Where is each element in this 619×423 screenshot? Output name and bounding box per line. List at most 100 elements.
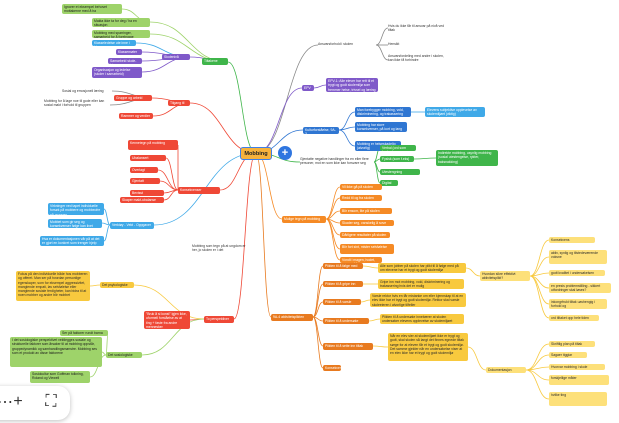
node-kk3[interactable]: Hva er dokumentasjonen vår på at det er … <box>40 236 104 246</box>
add-node-icon[interactable]: + <box>278 146 292 160</box>
node-a2[interactable]: Plikten til å gripe inn <box>323 281 363 287</box>
node-t3[interactable]: Blir ensom, lite på skolen <box>340 208 392 214</box>
node-soc[interactable]: Det sosiologiske <box>106 352 142 358</box>
node-d5[interactable]: hvilke ting <box>549 392 607 406</box>
node-g6[interactable]: Samarbeid skole-hjem <box>108 58 142 64</box>
node-k4[interactable]: Elevens subjektive opplevelse av skolemi… <box>425 107 485 117</box>
connector-line <box>375 27 389 46</box>
connector-line <box>227 61 257 154</box>
node-vv[interactable]: Verktøy - Vekt - Oppgaver <box>110 222 154 229</box>
node-s5[interactable]: inkongrfrukt tiltak uavhengig i forhold … <box>549 299 607 309</box>
node-quote[interactable]: "Bruk å si konst" igjen ikke, uformell f… <box>144 311 190 329</box>
node-t4[interactable]: Skader seg, vanskelig å sove <box>340 220 394 226</box>
node-t5[interactable]: Dårligere resultater på skolen <box>340 232 390 238</box>
node-soc3[interactable]: Sosiokultur som Goffman tolkning, Roland… <box>30 371 90 383</box>
node-a5[interactable]: Plikten til å sette inn tiltak <box>323 343 373 350</box>
node-m4[interactable]: Gjentatt <box>130 178 160 184</box>
connector-line <box>465 267 481 277</box>
node-s1[interactable]: Konsekvens <box>549 237 595 243</box>
node-tegn[interactable]: Mulige tegn på mobbing <box>282 216 326 223</box>
node-kk1[interactable]: Virkninger ved tapet individuelle forsøk… <box>48 203 104 215</box>
menu-dots-icon[interactable]: ⋯ <box>0 394 13 411</box>
node-g1[interactable]: Ignorer et eksempel behovet mottakerne m… <box>62 4 122 14</box>
node-ad4[interactable]: Plikten til å undersøke innebærer at sko… <box>380 314 464 324</box>
node-m1[interactable]: Kennetegn på mobbing <box>128 140 178 150</box>
node-g3[interactable]: Mobbing med sparringer, samarbeid for å … <box>92 30 150 38</box>
node-psy[interactable]: Det psykologiske <box>100 282 134 288</box>
node-soc1[interactable]: Ser på faktorer rundt barna <box>60 330 108 336</box>
connector-line <box>360 299 371 303</box>
node-m6[interactable]: Skaper makt-ubalanse <box>120 197 164 203</box>
connector-line <box>467 346 487 371</box>
central-node[interactable]: Mobbing <box>240 147 272 160</box>
connector-line <box>255 44 319 154</box>
node-ad1[interactable]: Alle som jobber på skolen har plikt til … <box>378 263 466 273</box>
node-a6[interactable]: Hvordan sikre effektivt aktivitetsplikt? <box>480 271 530 281</box>
node-t2[interactable]: Redd til og fra skolen <box>340 195 382 201</box>
node-d2[interactable]: Sagaer tiggiar <box>549 352 587 358</box>
node-n3[interactable]: Utestengning <box>380 169 420 175</box>
node-kk[interactable]: Konsekvenser <box>178 187 220 194</box>
node-m5[interactable]: Bevisst <box>130 190 164 196</box>
node-kult[interactable]: Kulturforståelse, 9A-3 <box>303 127 339 134</box>
node-epv[interactable]: EPV <box>302 85 314 91</box>
node-r3[interactable]: Tilgang til <box>168 100 190 106</box>
connector-line <box>529 239 550 277</box>
node-a1[interactable]: Plikten til å følge med <box>323 263 363 269</box>
connector-line <box>529 275 550 319</box>
node-t1[interactable]: Vil ikke gå på skolen <box>340 184 382 190</box>
node-pers[interactable]: To perspektiver <box>204 316 234 323</box>
node-kk2[interactable]: Mobbet som gir seg og konsekvenser følge… <box>48 219 102 228</box>
node-d1[interactable]: Skriftlig plan på tiltak <box>549 341 595 347</box>
node-g4[interactable]: Klasseledelse ute inne i klasser <box>92 40 136 46</box>
node-a4[interactable]: Plikten til å undersøke <box>323 318 369 324</box>
node-akt[interactable]: 9A-4 aktivitetsplikten <box>271 314 313 321</box>
zoom-in-button[interactable]: + <box>13 393 23 410</box>
node-m3[interactable]: Overlagt <box>130 167 158 173</box>
connector-line <box>529 256 550 277</box>
node-ad5[interactable]: Når en elev sier at skolemiljøet ikke er… <box>388 333 468 361</box>
node-t6[interactable]: Blir fort sint, mister selvfølelse <box>340 244 394 254</box>
node-n2[interactable]: Fysisk (som f.eks) <box>380 156 414 162</box>
connector-line <box>375 44 389 61</box>
node-n5[interactable]: Indirekte mobbing, usynlig mobbing (sosi… <box>436 150 498 166</box>
node-r1[interactable]: Gruppe og arbeid ansvar <box>114 95 152 101</box>
connector-line <box>141 318 205 356</box>
node-k3[interactable]: Mobbing er helseskadelig (alvorlig) <box>355 141 401 151</box>
node-g5[interactable]: Klassemøter <box>116 49 142 55</box>
node-epv1[interactable]: EPV-1: Alle elever har rett til et trygt… <box>326 78 378 92</box>
node-ad2[interactable]: Gripe inn mot mobbing, vold, diskriminer… <box>378 279 464 289</box>
node-t7[interactable]: Vondt i magen, hodet, søvnproblemer <box>340 257 382 263</box>
node-r2[interactable]: Rammer og verdier <box>119 113 153 119</box>
connector-line <box>525 366 550 371</box>
node-k2[interactable]: Mobbing har store konsekvenser, på kort … <box>355 122 407 132</box>
node-a3[interactable]: Plikten til å varsle <box>323 299 361 305</box>
node-g7[interactable]: Organisasjon og ledelse (skoler i samarb… <box>92 67 142 78</box>
node-neg[interactable]: Gjentatte negative handlinger fra en ell… <box>300 157 369 166</box>
node-tiltak[interactable]: Tiltakene <box>202 58 228 65</box>
node-soc2[interactable]: I det sosiologiske perspektivet vektlegg… <box>10 337 102 367</box>
node-s2[interactable]: aktiv, synlig og tilstedeværende voksne <box>549 250 607 264</box>
node-k1[interactable]: Man forebygger mobbing, vold, diskrimine… <box>355 107 411 117</box>
node-n1[interactable]: Verbal (ord som brukes) <box>380 145 416 151</box>
node-psy1[interactable]: Fokus på den individuelle både hos mobbe… <box>16 271 90 301</box>
node-a6-short[interactable]: Konsekvenser <box>323 365 341 371</box>
node-g8[interactable]: Skolenivå <box>162 54 190 60</box>
node-s3[interactable]: godt kvalitet i undersøkelsen <box>549 270 605 276</box>
fit-screen-icon[interactable]: ⛶ <box>45 393 57 410</box>
node-d4[interactable]: forskjellige måter <box>549 375 609 385</box>
node-s6[interactable]: ord tiltaket opp hele tiden <box>549 315 599 321</box>
node-s4[interactable]: en presis problemstilling - sikkert utfo… <box>549 283 611 293</box>
connector-line <box>312 265 324 318</box>
node-g2[interactable]: Makta ikke ta for deg / ha en situasjon <box>92 18 150 27</box>
node-a7[interactable]: Dokumentasjon <box>486 367 526 373</box>
node-d3[interactable]: Hvorvar mobbing i skole <box>549 364 605 370</box>
node-ad3[interactable]: Varsle rektor hvis en får mistanke om el… <box>370 293 466 307</box>
node-m2[interactable]: Ubalansert <box>130 155 166 161</box>
node-n4[interactable]: Digital <box>380 180 398 186</box>
connector-line <box>325 197 341 220</box>
node-def[interactable]: Ansvarsforhold i skolen <box>318 42 354 46</box>
text-p2: Mobbing for å lage noe til gode eller ka… <box>44 99 105 108</box>
text-tegnbox: Mobbing som tegn på at ungdom er her, jo… <box>192 244 246 253</box>
